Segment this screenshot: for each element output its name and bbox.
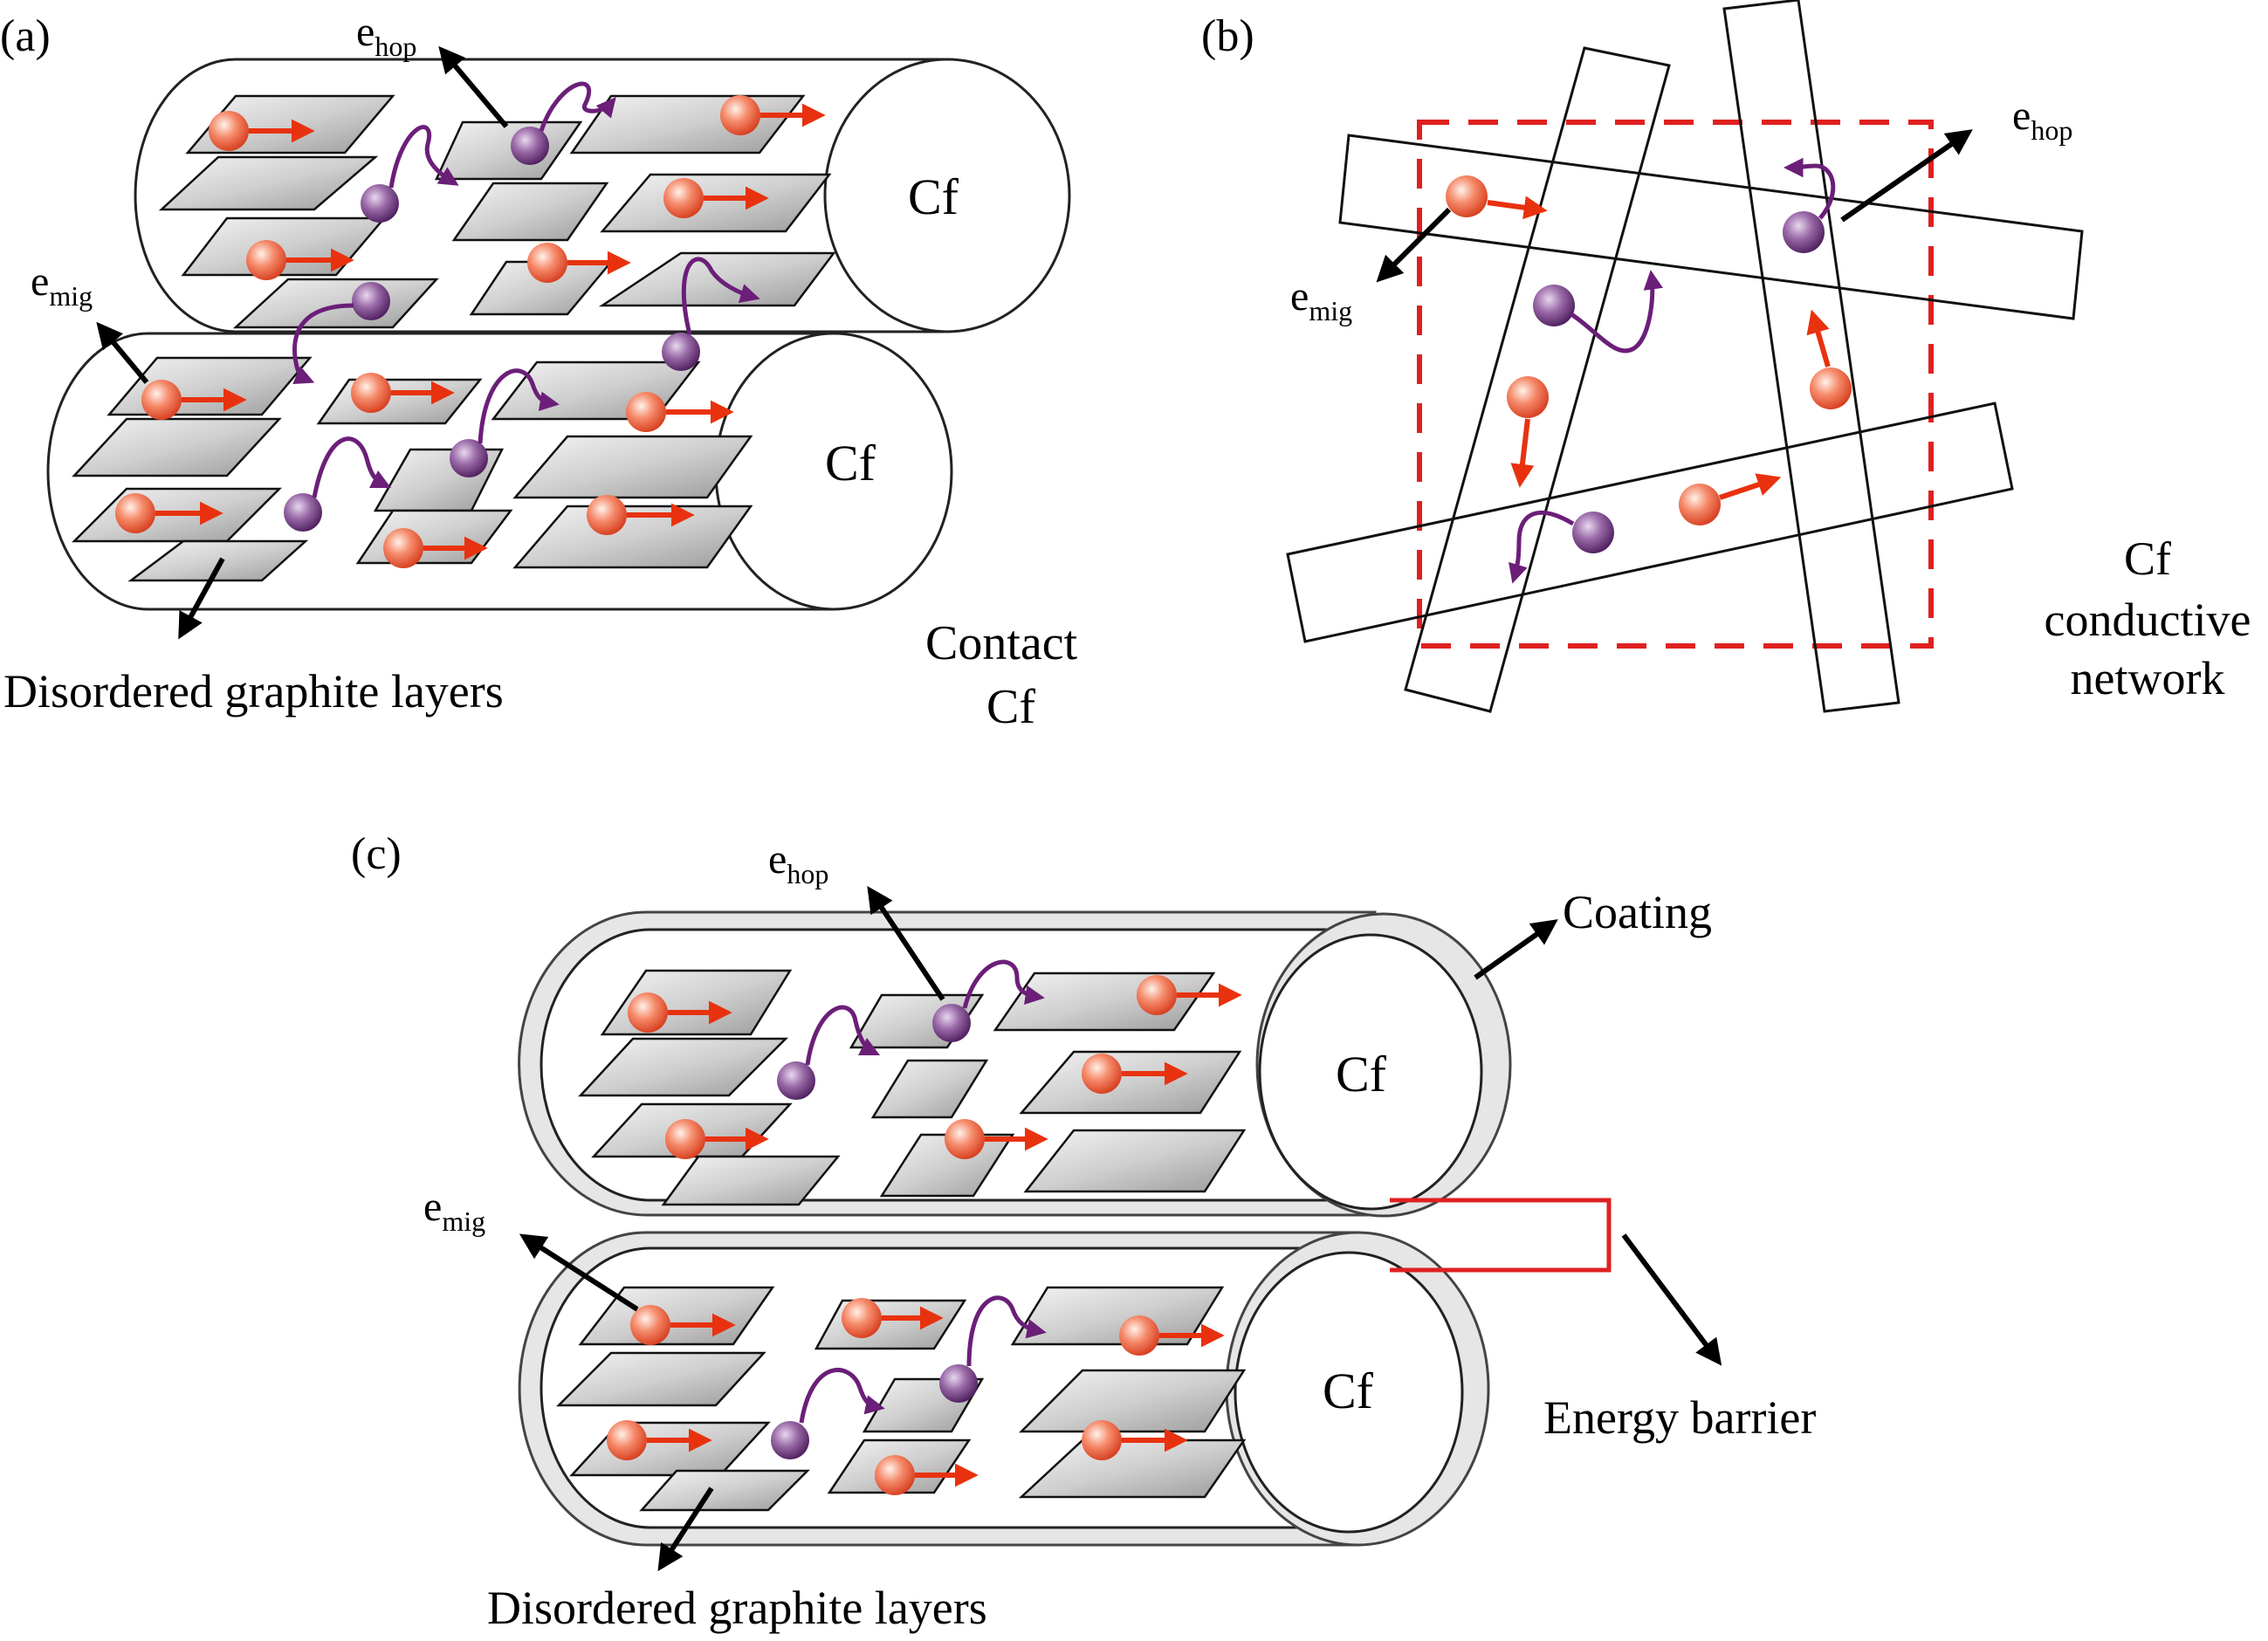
e-mig-pointer-arrow	[1376, 207, 1452, 283]
migration-electron	[351, 373, 455, 413]
migration-electrons-b	[1446, 175, 1852, 525]
e-hop-label-c: ehop	[768, 836, 828, 889]
panel-b-label: (b)	[1201, 11, 1254, 61]
e-hop-label-b: ehop	[2012, 93, 2072, 146]
migration-electron	[945, 1119, 1048, 1159]
e-hop-pointer-arrow	[438, 45, 509, 128]
e-mig-label-b: emig	[1290, 273, 1352, 326]
migration-electron	[663, 178, 769, 218]
panel-b: (b) ehop emig Cf conductive network	[1201, 0, 2251, 713]
cf-label-c-bottom: Cf	[1323, 1363, 1374, 1419]
energy-barrier-label: Energy barrier	[1543, 1391, 1816, 1444]
migration-electron	[1806, 309, 1852, 409]
network-label-line3: network	[2071, 652, 2225, 704]
panel-c-label: (c)	[351, 829, 402, 879]
panel-a: (a)	[0, 9, 1078, 734]
hopping-electrons-a	[284, 81, 760, 532]
fiber-strip	[1338, 134, 2084, 320]
migration-electron	[1119, 1315, 1225, 1356]
hopping-electron	[1533, 270, 1663, 354]
contact-label-line1: Contact	[925, 616, 1078, 670]
e-hop-pointer-arrow	[1840, 129, 1973, 223]
e-mig-pointer-arrow	[96, 321, 149, 384]
migration-electron	[1507, 376, 1549, 488]
migration-electrons-a	[115, 95, 826, 568]
e-mig-label-a: emig	[31, 258, 93, 312]
cf-label-c-top: Cf	[1336, 1046, 1387, 1102]
graphite-layers-bottom	[555, 1286, 1247, 1512]
hopping-electron	[1509, 510, 1614, 584]
hopping-electrons-b	[1509, 157, 1836, 584]
coating-pointer-arrow	[1474, 919, 1558, 980]
hopping-electron	[932, 959, 1045, 1042]
migration-electron	[626, 392, 734, 432]
hopping-electron	[1783, 157, 1836, 253]
graphite-layers-top	[578, 969, 1247, 1206]
hopping-electron	[771, 1368, 885, 1459]
migration-electron	[527, 243, 631, 283]
panel-a-label: (a)	[0, 11, 51, 61]
hopping-electron	[292, 282, 390, 385]
migration-electron	[383, 528, 488, 568]
hopping-electron	[662, 257, 760, 371]
hopping-electron	[777, 1005, 881, 1100]
fiber-strip	[1404, 46, 1671, 713]
cf-label-a-top: Cf	[908, 168, 959, 225]
energy-barrier-bracket	[1390, 1198, 1612, 1273]
migration-electron	[1082, 1420, 1188, 1460]
migration-electron	[115, 493, 223, 533]
fiber-strip	[1722, 0, 1900, 713]
fiber-strip	[1286, 402, 2014, 643]
layers-label-c: Disordered graphite layers	[487, 1582, 987, 1634]
migration-electron	[1446, 175, 1548, 220]
migration-electron	[628, 992, 732, 1033]
migration-electron	[209, 111, 315, 151]
carbon-fiber-strips	[1286, 0, 2084, 713]
layers-pointer-arrow	[657, 1487, 714, 1572]
migration-electron	[1082, 1054, 1188, 1094]
migration-electron	[587, 495, 695, 535]
hopping-electron	[361, 125, 459, 223]
hopping-electrons-c	[771, 959, 1047, 1459]
migration-electron	[720, 95, 826, 135]
hopping-electron	[284, 436, 392, 532]
migration-electron	[630, 1305, 736, 1345]
migration-electron	[842, 1298, 944, 1338]
migration-electron	[1679, 473, 1782, 525]
layers-pointer-arrow	[178, 557, 225, 640]
hopping-electron	[450, 368, 560, 477]
migration-electron	[665, 1119, 769, 1159]
e-mig-pointer-arrow	[519, 1233, 639, 1312]
hopping-electron	[511, 81, 616, 165]
e-hop-pointer-arrow	[867, 886, 945, 1001]
layers-label-a: Disordered graphite layers	[3, 665, 504, 718]
hopping-electron	[939, 1295, 1047, 1403]
migration-electron	[246, 240, 354, 280]
coating-label: Coating	[1563, 886, 1712, 938]
migration-electron	[607, 1420, 712, 1460]
e-hop-label-a: ehop	[356, 9, 416, 62]
cf-label-a-bottom: Cf	[825, 435, 876, 491]
migration-electron	[875, 1455, 979, 1495]
network-label-line2: conductive	[2045, 594, 2251, 646]
migration-electron	[1137, 975, 1242, 1015]
migration-electrons-c	[607, 975, 1242, 1495]
conductive-network-box	[1417, 120, 1934, 649]
panel-c: (c)	[351, 829, 1816, 1634]
network-label-line1: Cf	[2124, 532, 2171, 585]
e-mig-label-c: emig	[423, 1184, 485, 1237]
contact-label-line2: Cf	[986, 680, 1035, 734]
migration-electron	[141, 380, 247, 420]
energy-barrier-pointer-arrow	[1621, 1233, 1722, 1366]
